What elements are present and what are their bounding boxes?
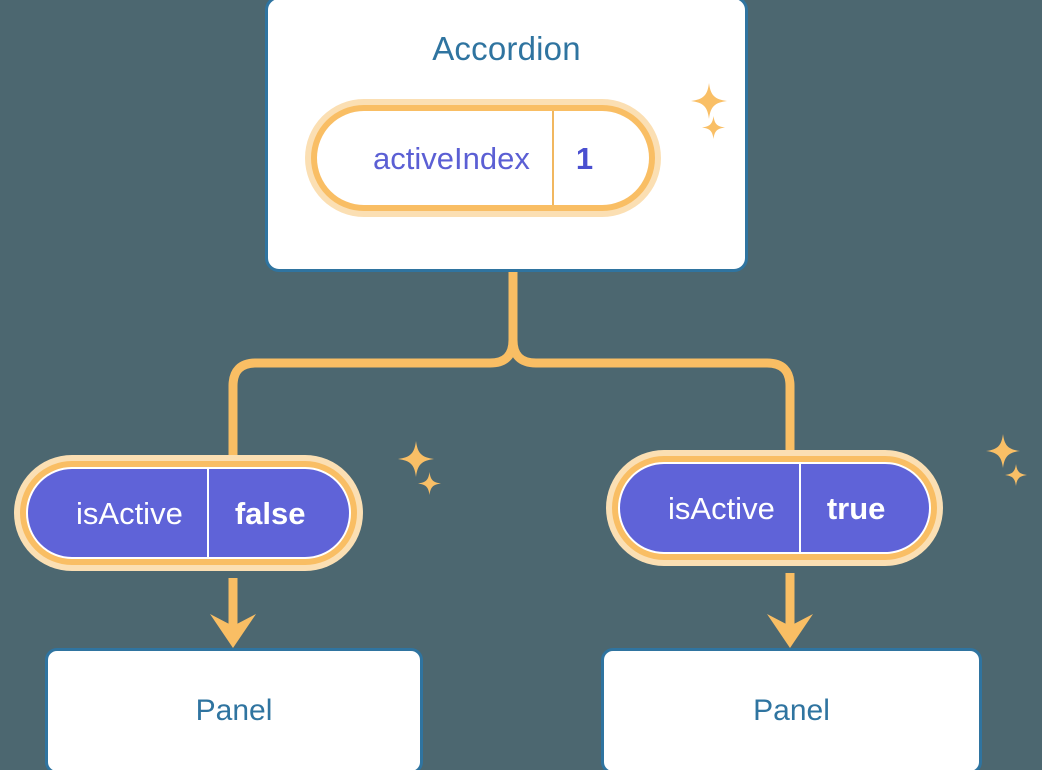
connector-branch-right [508, 339, 795, 458]
pill-halo: activeIndex 1 [305, 99, 662, 217]
arrow-head-left [210, 614, 256, 648]
state-pill-active-index[interactable]: activeIndex 1 [305, 99, 662, 217]
component-card-panel-right[interactable]: Panel [601, 648, 982, 770]
sparkle-icon [1005, 464, 1027, 486]
pill-ring: isActive false [20, 461, 358, 565]
component-title: Accordion [432, 30, 581, 67]
pill-body: isActive false [26, 467, 352, 559]
pill-halo: isActive false [14, 455, 364, 571]
component-card-panel-left[interactable]: Panel [45, 648, 423, 770]
pill-body: activeIndex 1 [317, 111, 650, 205]
connector-branch-left [228, 339, 518, 458]
pill-body: isActive true [618, 462, 932, 554]
pill-ring: isActive true [612, 456, 938, 560]
state-pill-is-active-false[interactable]: isActive false [14, 455, 364, 571]
sparkle-icon [418, 472, 441, 495]
state-value-label: 1 [575, 140, 594, 176]
state-key-label: isActive [28, 469, 209, 557]
component-title: Panel [195, 694, 273, 727]
sparkle-icon [986, 434, 1020, 468]
component-title: Panel [753, 694, 830, 727]
state-value-label: false [234, 495, 306, 531]
state-value-label: true [826, 490, 886, 526]
arrow-head-right [767, 614, 813, 648]
state-pill-is-active-true[interactable]: isActive true [606, 450, 944, 566]
pill-halo: isActive true [606, 450, 944, 566]
state-key-label: activeIndex [317, 111, 554, 205]
state-key-label: isActive [620, 464, 801, 552]
sparkle-icon [398, 441, 434, 477]
pill-ring: activeIndex 1 [311, 105, 656, 211]
